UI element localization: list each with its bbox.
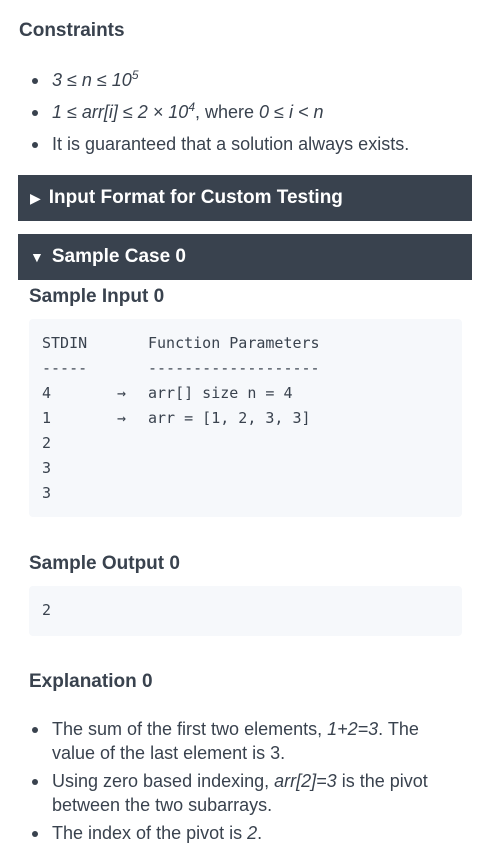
constraints-list: 3 ≤ n ≤ 105 1 ≤ arr[i] ≤ 2 × 104, where … [30, 68, 409, 164]
constraint-text: , where [195, 102, 260, 122]
input-format-label: Input Format for Custom Testing [48, 187, 343, 208]
code-line: ------------------------ [42, 359, 320, 377]
explanation-item: The sum of the first two elements, 1+2=3… [30, 717, 450, 765]
constraint-exponent: 5 [131, 68, 139, 82]
constraint-exponent: 4 [188, 100, 196, 114]
explanation-item: The index of the pivot is 2. [30, 821, 450, 845]
code-line: 4→arr[] size n = 4 [42, 381, 293, 406]
constraints-heading: Constraints [19, 20, 125, 41]
explanation-math: 2 [247, 823, 258, 843]
sample-case-toggle[interactable]: ▼ Sample Case 0 [18, 234, 472, 280]
arrow-icon: → [117, 409, 127, 427]
constraint-text: It is guaranteed that a solution always … [52, 134, 410, 154]
explanation-list: The sum of the first two elements, 1+2=3… [30, 717, 450, 849]
constraint-item: 1 ≤ arr[i] ≤ 2 × 104, where 0 ≤ i < n [30, 100, 409, 132]
code-line: 1→arr = [1, 2, 3, 3] [42, 406, 311, 431]
constraint-item: It is guaranteed that a solution always … [30, 132, 409, 164]
explanation-math: arr[2]=3 [274, 771, 337, 791]
input-format-toggle[interactable]: ▶ Input Format for Custom Testing [18, 175, 472, 221]
constraint-math: 1 ≤ arr[i] ≤ 2 × 10 [52, 102, 189, 122]
constraint-item: 3 ≤ n ≤ 105 [30, 68, 409, 100]
collapse-arrow-icon: ▼ [30, 249, 44, 265]
code-line: 3 [42, 484, 52, 502]
explanation-math: 1+2=3 [327, 719, 379, 739]
code-line: 2 [42, 601, 52, 619]
sample-output-code: 2 [29, 586, 462, 636]
arrow-icon: → [117, 384, 127, 402]
explanation-item: Using zero based indexing, arr[2]=3 is t… [30, 769, 450, 817]
sample-output-heading: Sample Output 0 [29, 553, 180, 574]
explanation-heading: Explanation 0 [29, 671, 153, 692]
constraint-math: 3 ≤ n ≤ 10 [52, 70, 132, 90]
code-line: 3 [42, 459, 52, 477]
expand-arrow-icon: ▶ [30, 189, 41, 206]
code-line: 2 [42, 434, 52, 452]
sample-input-heading: Sample Input 0 [29, 286, 165, 307]
constraint-math: 0 ≤ i < n [259, 102, 324, 122]
sample-case-label: Sample Case 0 [51, 246, 186, 267]
